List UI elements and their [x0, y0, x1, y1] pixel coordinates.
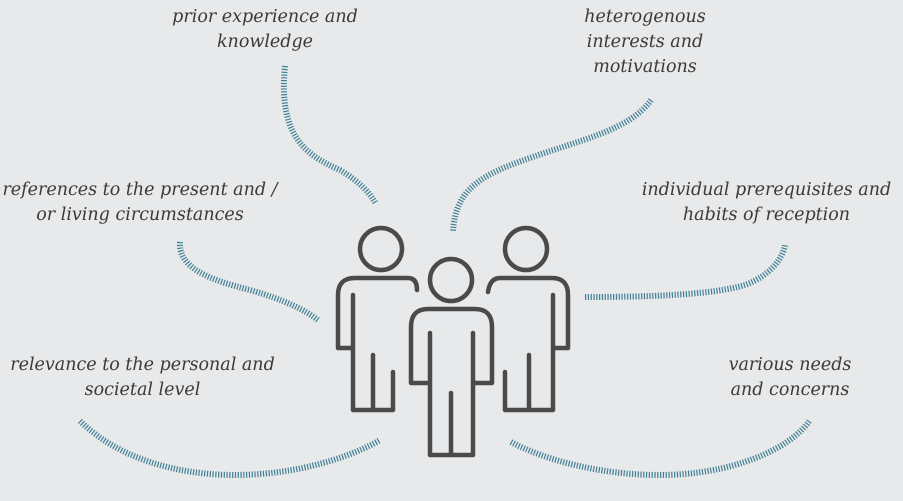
people-group-icon — [335, 225, 571, 458]
label-heterogenous-interests: heterogenous interests and motivations — [584, 7, 706, 77]
label-references-present: references to the present and / or livin… — [2, 180, 278, 225]
label-various-needs: various needs and concerns — [728, 355, 852, 400]
person-right-icon — [485, 225, 571, 413]
label-relevance: relevance to the personal and societal l… — [10, 355, 275, 400]
label-individual-prerequisites: individual prerequisites and habits of r… — [641, 180, 892, 225]
label-prior-experience: prior experience and knowledge — [172, 7, 358, 52]
connector-heterogenous — [450, 98, 654, 233]
connector-various-needs — [509, 418, 813, 479]
person-center-icon — [408, 256, 495, 458]
connector-individual-prerequisites — [584, 244, 788, 300]
connector-prior-experience — [280, 65, 379, 206]
connector-references-present — [176, 241, 320, 323]
connector-relevance — [77, 418, 382, 479]
person-left-icon — [335, 225, 420, 413]
